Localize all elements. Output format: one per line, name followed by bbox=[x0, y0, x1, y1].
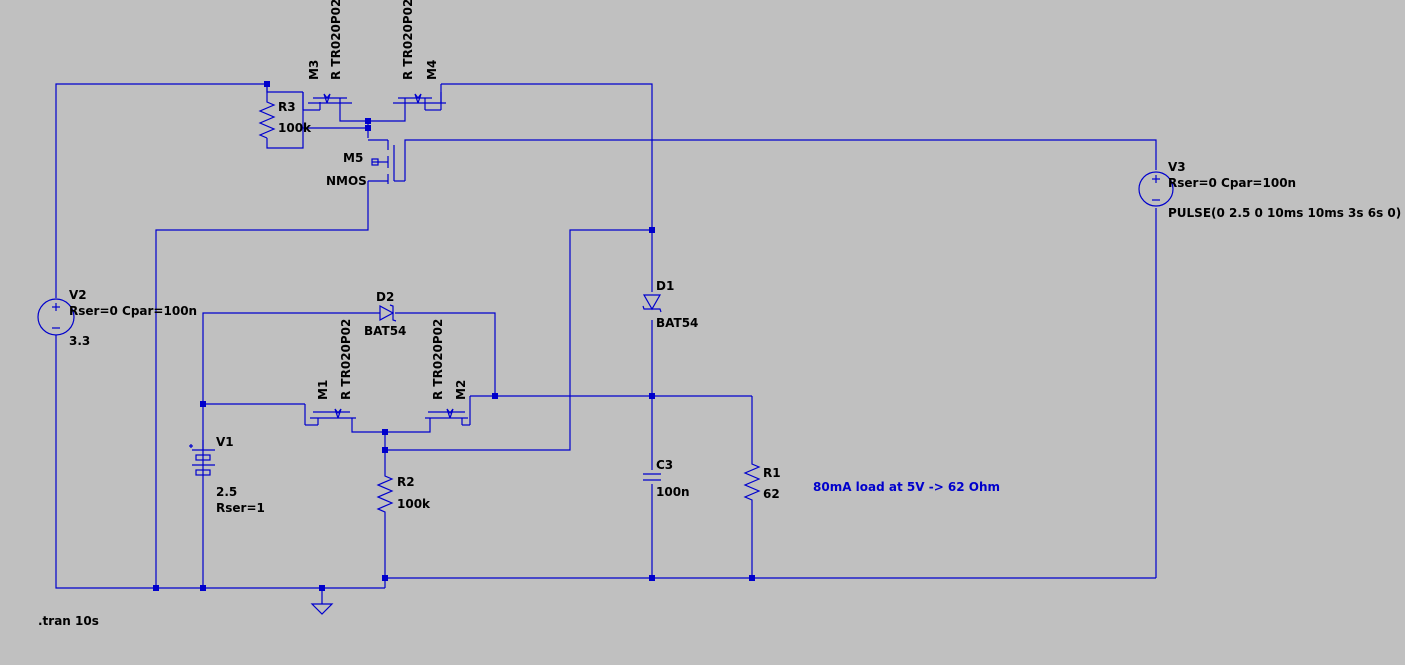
d2-diode[interactable]: D2 BAT54 bbox=[364, 290, 406, 338]
load-comment: 80mA load at 5V -> 62 Ohm bbox=[813, 480, 1000, 494]
capacitor-icon bbox=[643, 473, 661, 481]
junctions bbox=[153, 81, 755, 591]
r1-resistor[interactable]: R1 62 bbox=[743, 460, 781, 512]
m5-transistor[interactable]: M5 NMOS bbox=[326, 139, 405, 188]
d1-model: BAT54 bbox=[656, 316, 698, 330]
r3-value: 100k bbox=[278, 121, 312, 135]
r3-resistor[interactable]: R3 100k bbox=[258, 98, 312, 139]
r2-value: 100k bbox=[397, 497, 431, 511]
r2-label: R2 bbox=[397, 475, 415, 489]
r1-label: R1 bbox=[763, 466, 781, 480]
m5-model: NMOS bbox=[326, 174, 367, 188]
v3-value: PULSE(0 2.5 0 10ms 10ms 3s 6s 0) bbox=[1168, 206, 1401, 220]
diode-icon bbox=[379, 304, 397, 322]
ground-icon bbox=[310, 603, 334, 615]
m3-label: M3 bbox=[307, 60, 321, 80]
v2-label: V2 bbox=[69, 288, 87, 302]
diode-icon bbox=[642, 294, 662, 313]
m2-model: R TR020P02 bbox=[431, 319, 445, 400]
v3-label: V3 bbox=[1168, 160, 1186, 174]
v1-params: Rser=1 bbox=[216, 501, 265, 515]
wires bbox=[55, 83, 1157, 604]
m3-model: R TR020P02 bbox=[329, 0, 343, 80]
m4-transistor[interactable]: R TR020P02 M4 bbox=[393, 0, 446, 110]
pmos-symbol-icon bbox=[305, 408, 356, 426]
m1-transistor[interactable]: M1 R TR020P02 bbox=[305, 319, 356, 426]
nmos-symbol-icon bbox=[368, 139, 405, 184]
battery-icon bbox=[189, 440, 215, 476]
v1-label: V1 bbox=[216, 435, 234, 449]
m2-label: M2 bbox=[454, 380, 468, 400]
m2-transistor[interactable]: R TR020P02 M2 bbox=[425, 319, 470, 426]
r2-resistor[interactable]: R2 100k bbox=[376, 472, 431, 520]
tran-directive[interactable]: .tran 10s bbox=[38, 614, 99, 628]
v3-params: Rser=0 Cpar=100n bbox=[1168, 176, 1296, 190]
v1-battery[interactable]: V1 2.5 Rser=1 bbox=[189, 435, 265, 515]
d1-diode[interactable]: D1 BAT54 bbox=[642, 279, 698, 330]
v2-value: 3.3 bbox=[69, 334, 90, 348]
pmos-symbol-icon bbox=[393, 84, 446, 110]
m4-label: M4 bbox=[425, 60, 439, 80]
pmos-symbol-icon bbox=[425, 408, 470, 426]
m1-label: M1 bbox=[316, 380, 330, 400]
v2-params: Rser=0 Cpar=100n bbox=[69, 304, 197, 318]
resistor-icon bbox=[258, 98, 276, 139]
voltage-source-icon bbox=[1138, 171, 1174, 207]
voltage-source-icon bbox=[37, 298, 75, 336]
m1-model: R TR020P02 bbox=[339, 319, 353, 400]
v3-source[interactable]: V3 Rser=0 Cpar=100n PULSE(0 2.5 0 10ms 1… bbox=[1138, 160, 1401, 220]
resistor-icon bbox=[743, 460, 761, 512]
m3-transistor[interactable]: M3 R TR020P02 bbox=[307, 0, 352, 110]
v2-source[interactable]: V2 Rser=0 Cpar=100n 3.3 bbox=[37, 288, 197, 348]
c3-capacitor[interactable]: C3 100n bbox=[643, 458, 690, 499]
pmos-symbol-icon bbox=[308, 93, 352, 110]
m5-label: M5 bbox=[343, 151, 363, 165]
r3-label: R3 bbox=[278, 100, 296, 114]
d1-label: D1 bbox=[656, 279, 674, 293]
ground-symbol bbox=[310, 603, 334, 615]
c3-label: C3 bbox=[656, 458, 673, 472]
m4-model: R TR020P02 bbox=[401, 0, 415, 80]
c3-value: 100n bbox=[656, 485, 690, 499]
v1-value: 2.5 bbox=[216, 485, 237, 499]
d2-label: D2 bbox=[376, 290, 394, 304]
d2-model: BAT54 bbox=[364, 324, 406, 338]
r1-value: 62 bbox=[763, 487, 780, 501]
resistor-icon bbox=[376, 472, 394, 520]
